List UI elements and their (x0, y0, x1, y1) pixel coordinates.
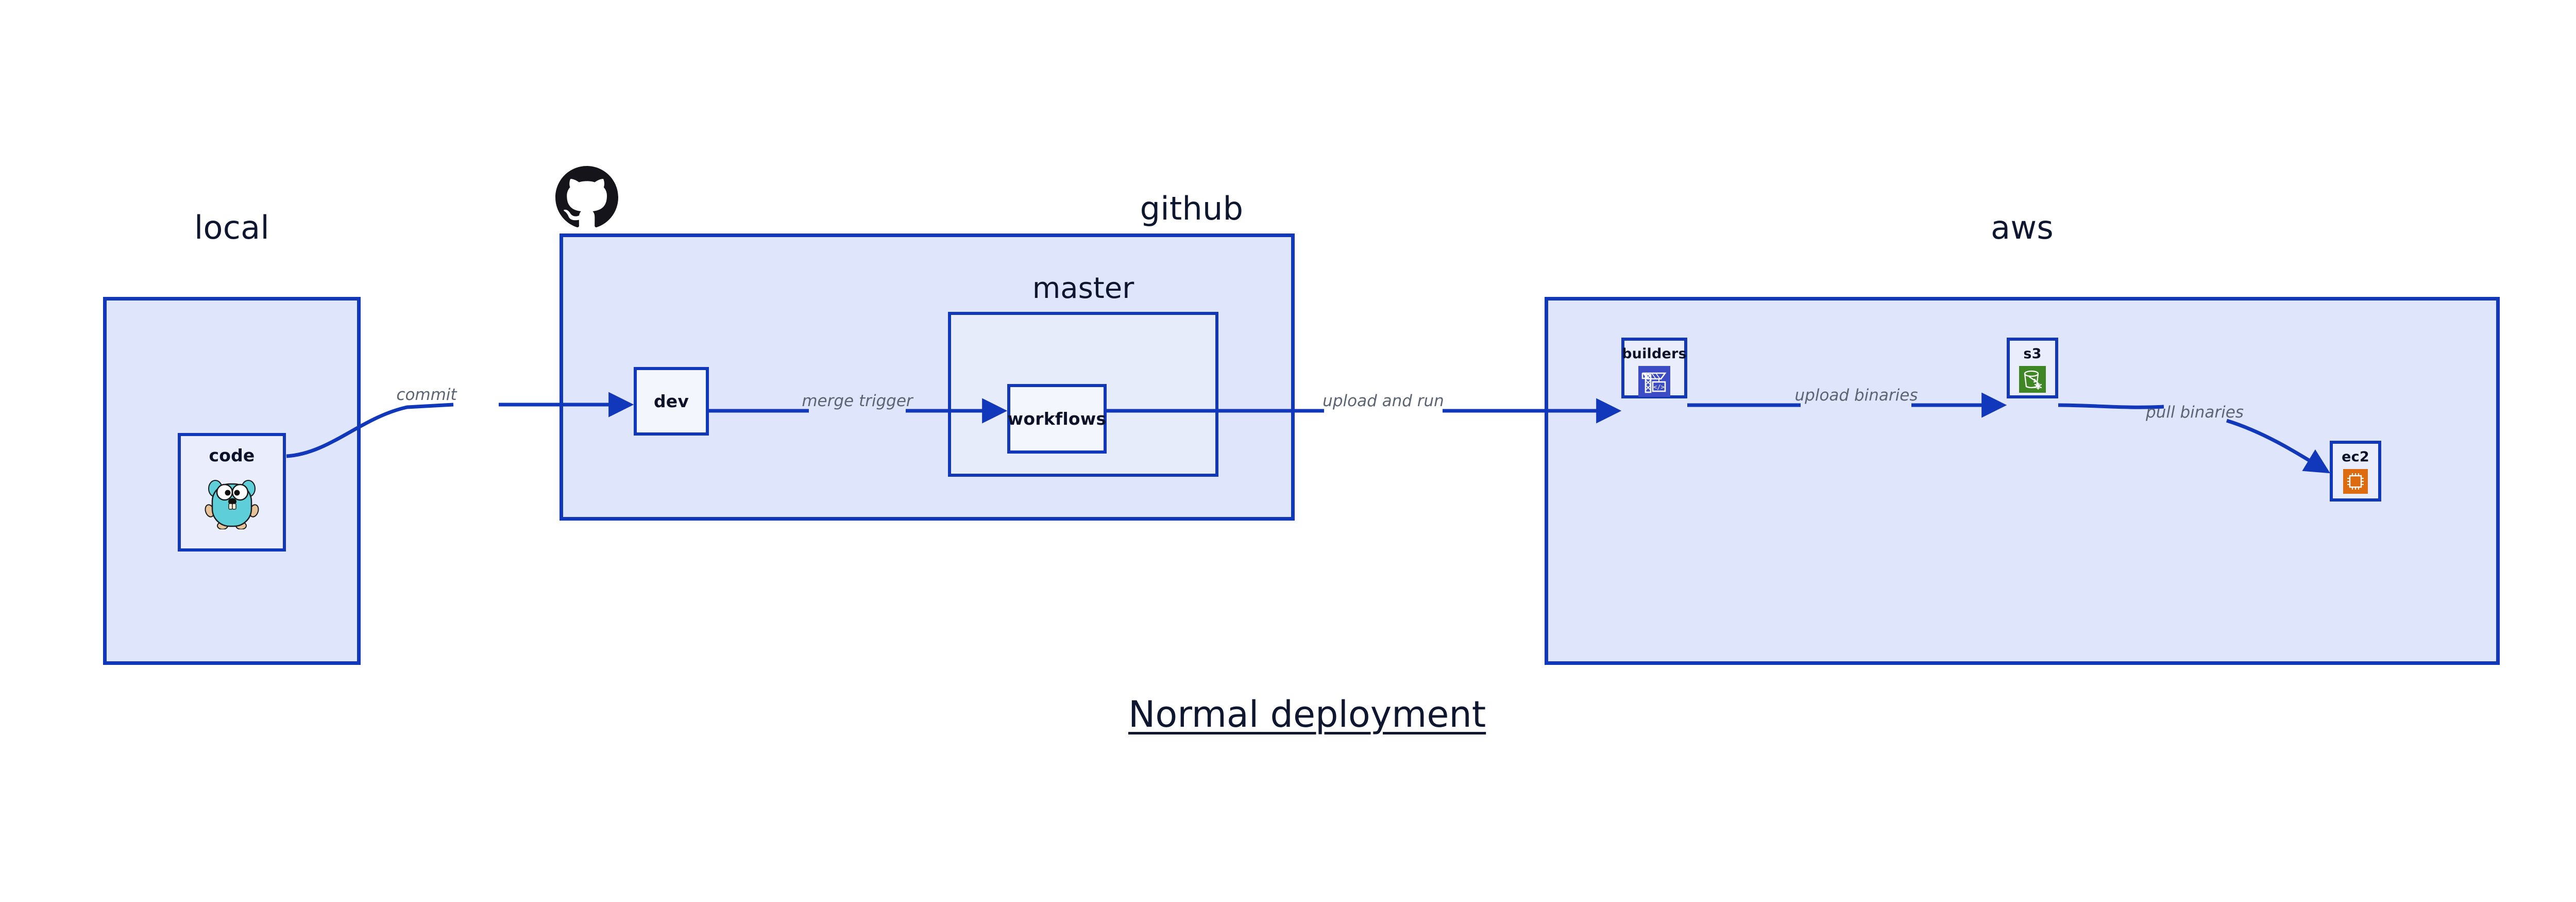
aws-s3-glacier-icon (2019, 366, 2046, 395)
node-ec2[interactable]: ec2 (2330, 441, 2381, 502)
node-label-ec2: ec2 (2342, 449, 2369, 465)
edge-label-upload-binaries: upload binaries (1794, 386, 1918, 405)
node-code[interactable]: code (178, 433, 286, 552)
edge-label-commit: commit (396, 386, 457, 404)
aws-codebuild-icon: </> (1638, 366, 1670, 399)
node-label-s3: s3 (2023, 346, 2042, 362)
diagram-caption: Normal deployment (1128, 693, 1486, 736)
aws-ec2-icon (2343, 469, 2368, 496)
node-dev[interactable]: dev (634, 367, 709, 436)
node-label-dev: dev (653, 391, 689, 411)
svg-text:</>: </> (1653, 383, 1665, 391)
group-title-local: local (194, 209, 269, 246)
node-label-builders: builders (1622, 346, 1687, 362)
edge-label-merge-trigger: merge trigger (802, 392, 913, 410)
edge-label-upload-and-run: upload and run (1323, 392, 1444, 410)
node-label-workflows: workflows (1007, 409, 1107, 429)
github-mark-icon (555, 166, 618, 231)
subgroup-title-master: master (1032, 272, 1134, 305)
go-gopher-icon (204, 472, 260, 532)
edge-label-pull-binaries: pull binaries (2146, 403, 2244, 422)
node-workflows[interactable]: workflows (1007, 384, 1107, 454)
node-builders[interactable]: builders </> (1621, 338, 1687, 398)
node-s3[interactable]: s3 (2007, 338, 2058, 398)
group-title-github: github (1140, 190, 1244, 227)
group-title-aws: aws (1991, 209, 2054, 246)
node-label-code: code (209, 445, 255, 465)
